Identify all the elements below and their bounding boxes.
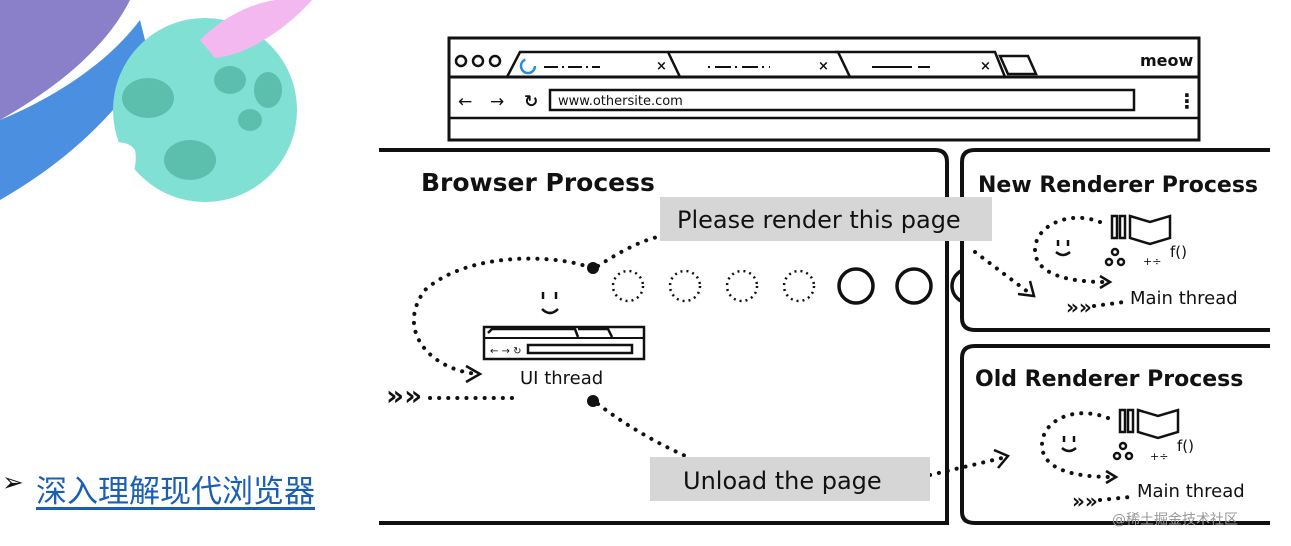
forward-arrow-icon[interactable]: → xyxy=(490,92,504,112)
menu-kebab-icon[interactable]: ⋮ xyxy=(1177,89,1197,113)
tab-3[interactable] xyxy=(835,50,1007,78)
browser-process-box: Browser Process ← → ↻ UI thread »» xyxy=(379,148,988,525)
new-tab-button[interactable] xyxy=(998,54,1038,76)
render-message-text: Please render this page xyxy=(677,206,961,234)
render-request-connector xyxy=(596,234,664,268)
loading-spinner-icon xyxy=(519,57,537,75)
cloud xyxy=(60,142,136,220)
message-circle-dotted xyxy=(668,269,702,303)
old-renderer-main-thread-label: Main thread xyxy=(1137,481,1245,502)
arrow-head xyxy=(1017,280,1036,298)
window-control-maximize[interactable] xyxy=(488,54,502,68)
ui-thread-face xyxy=(541,292,559,315)
new-renderer-title: New Renderer Process xyxy=(978,173,1258,198)
message-circle-solid xyxy=(837,267,875,305)
planet-spot xyxy=(214,66,246,94)
tab-1[interactable] xyxy=(505,50,682,78)
old-renderer-box: Old Renderer Process »» +÷ f() Main thre… xyxy=(960,344,1270,525)
window-control-minimize[interactable] xyxy=(471,54,485,68)
unload-message-callout xyxy=(650,457,930,501)
planet-spot xyxy=(238,109,262,131)
window-control-close[interactable] xyxy=(454,54,468,68)
message-circle-solid xyxy=(895,267,933,305)
ui-thread-label: UI thread xyxy=(520,368,603,389)
dot-anchor xyxy=(587,262,599,274)
address-bar-url: www.othersite.com xyxy=(558,94,683,109)
svg-text:+÷: +÷ xyxy=(1150,450,1168,463)
arrow-head xyxy=(1105,469,1119,485)
message-circle-dotted xyxy=(725,269,759,303)
planet-illustration xyxy=(0,0,312,220)
planet-spot xyxy=(164,140,216,180)
old-renderer-title: Old Renderer Process xyxy=(975,367,1243,392)
message-circle-dotted xyxy=(611,269,645,303)
svg-text:+÷: +÷ xyxy=(1143,255,1161,268)
planet xyxy=(113,18,297,202)
watermark: @稀土掘金技术社区 xyxy=(1112,512,1238,528)
new-renderer-func-label: f() xyxy=(1170,243,1187,261)
message-circle-dotted xyxy=(782,269,816,303)
planet-spot xyxy=(254,72,282,108)
blue-shape xyxy=(0,20,150,200)
arrow-head xyxy=(1099,274,1113,290)
unload-message-text: Unload the page xyxy=(683,467,882,495)
ui-thread-browser-icon: ← → ↻ xyxy=(482,325,646,361)
new-renderer-main-thread-label: Main thread xyxy=(1130,288,1238,309)
tab-1-close-icon[interactable]: × xyxy=(656,59,667,74)
sky-shape xyxy=(0,0,130,120)
book-tools-icon: +÷ xyxy=(1112,408,1180,463)
window-corner-label: meow xyxy=(1140,51,1194,70)
planet-spot xyxy=(122,78,174,118)
new-renderer-face xyxy=(1055,240,1071,257)
ui-thread-loop xyxy=(411,256,593,376)
arrow-head xyxy=(465,364,483,384)
article-link[interactable]: 深入理解现代浏览器 xyxy=(36,474,315,510)
tab-3-close-icon[interactable]: × xyxy=(980,59,991,74)
browser-process-title: Browser Process xyxy=(421,168,655,197)
new-renderer-loop xyxy=(1032,215,1107,284)
render-to-new-renderer-connector xyxy=(973,250,1030,294)
bullet-arrow-icon: ➢ xyxy=(2,468,24,498)
old-renderer-face xyxy=(1061,436,1077,453)
chevron-icon: »» xyxy=(1072,489,1098,513)
render-message-callout xyxy=(660,197,992,241)
arrow-head xyxy=(993,448,1011,469)
unload-request-connector xyxy=(596,402,692,460)
book-tools-icon: +÷ xyxy=(1104,214,1172,268)
comet-tail xyxy=(200,0,312,58)
reload-icon[interactable]: ↻ xyxy=(524,92,538,112)
tab-2-close-icon[interactable]: × xyxy=(818,59,829,74)
old-renderer-func-label: f() xyxy=(1177,437,1194,455)
new-renderer-box: New Renderer Process »» +÷ f() Main thre… xyxy=(960,148,1270,332)
chevron-icon: »» xyxy=(1066,295,1092,319)
svg-text:← → ↻: ← → ↻ xyxy=(490,346,522,357)
browser-window: × × × meow ← → ↻ www.othersite.com ⋮ xyxy=(447,36,1201,142)
back-arrow-icon[interactable]: ← xyxy=(458,92,472,112)
old-renderer-loop xyxy=(1039,411,1114,479)
address-bar[interactable] xyxy=(548,88,1136,112)
unload-to-old-renderer-connector xyxy=(928,456,1004,477)
chevron-icon: »» xyxy=(386,379,422,412)
